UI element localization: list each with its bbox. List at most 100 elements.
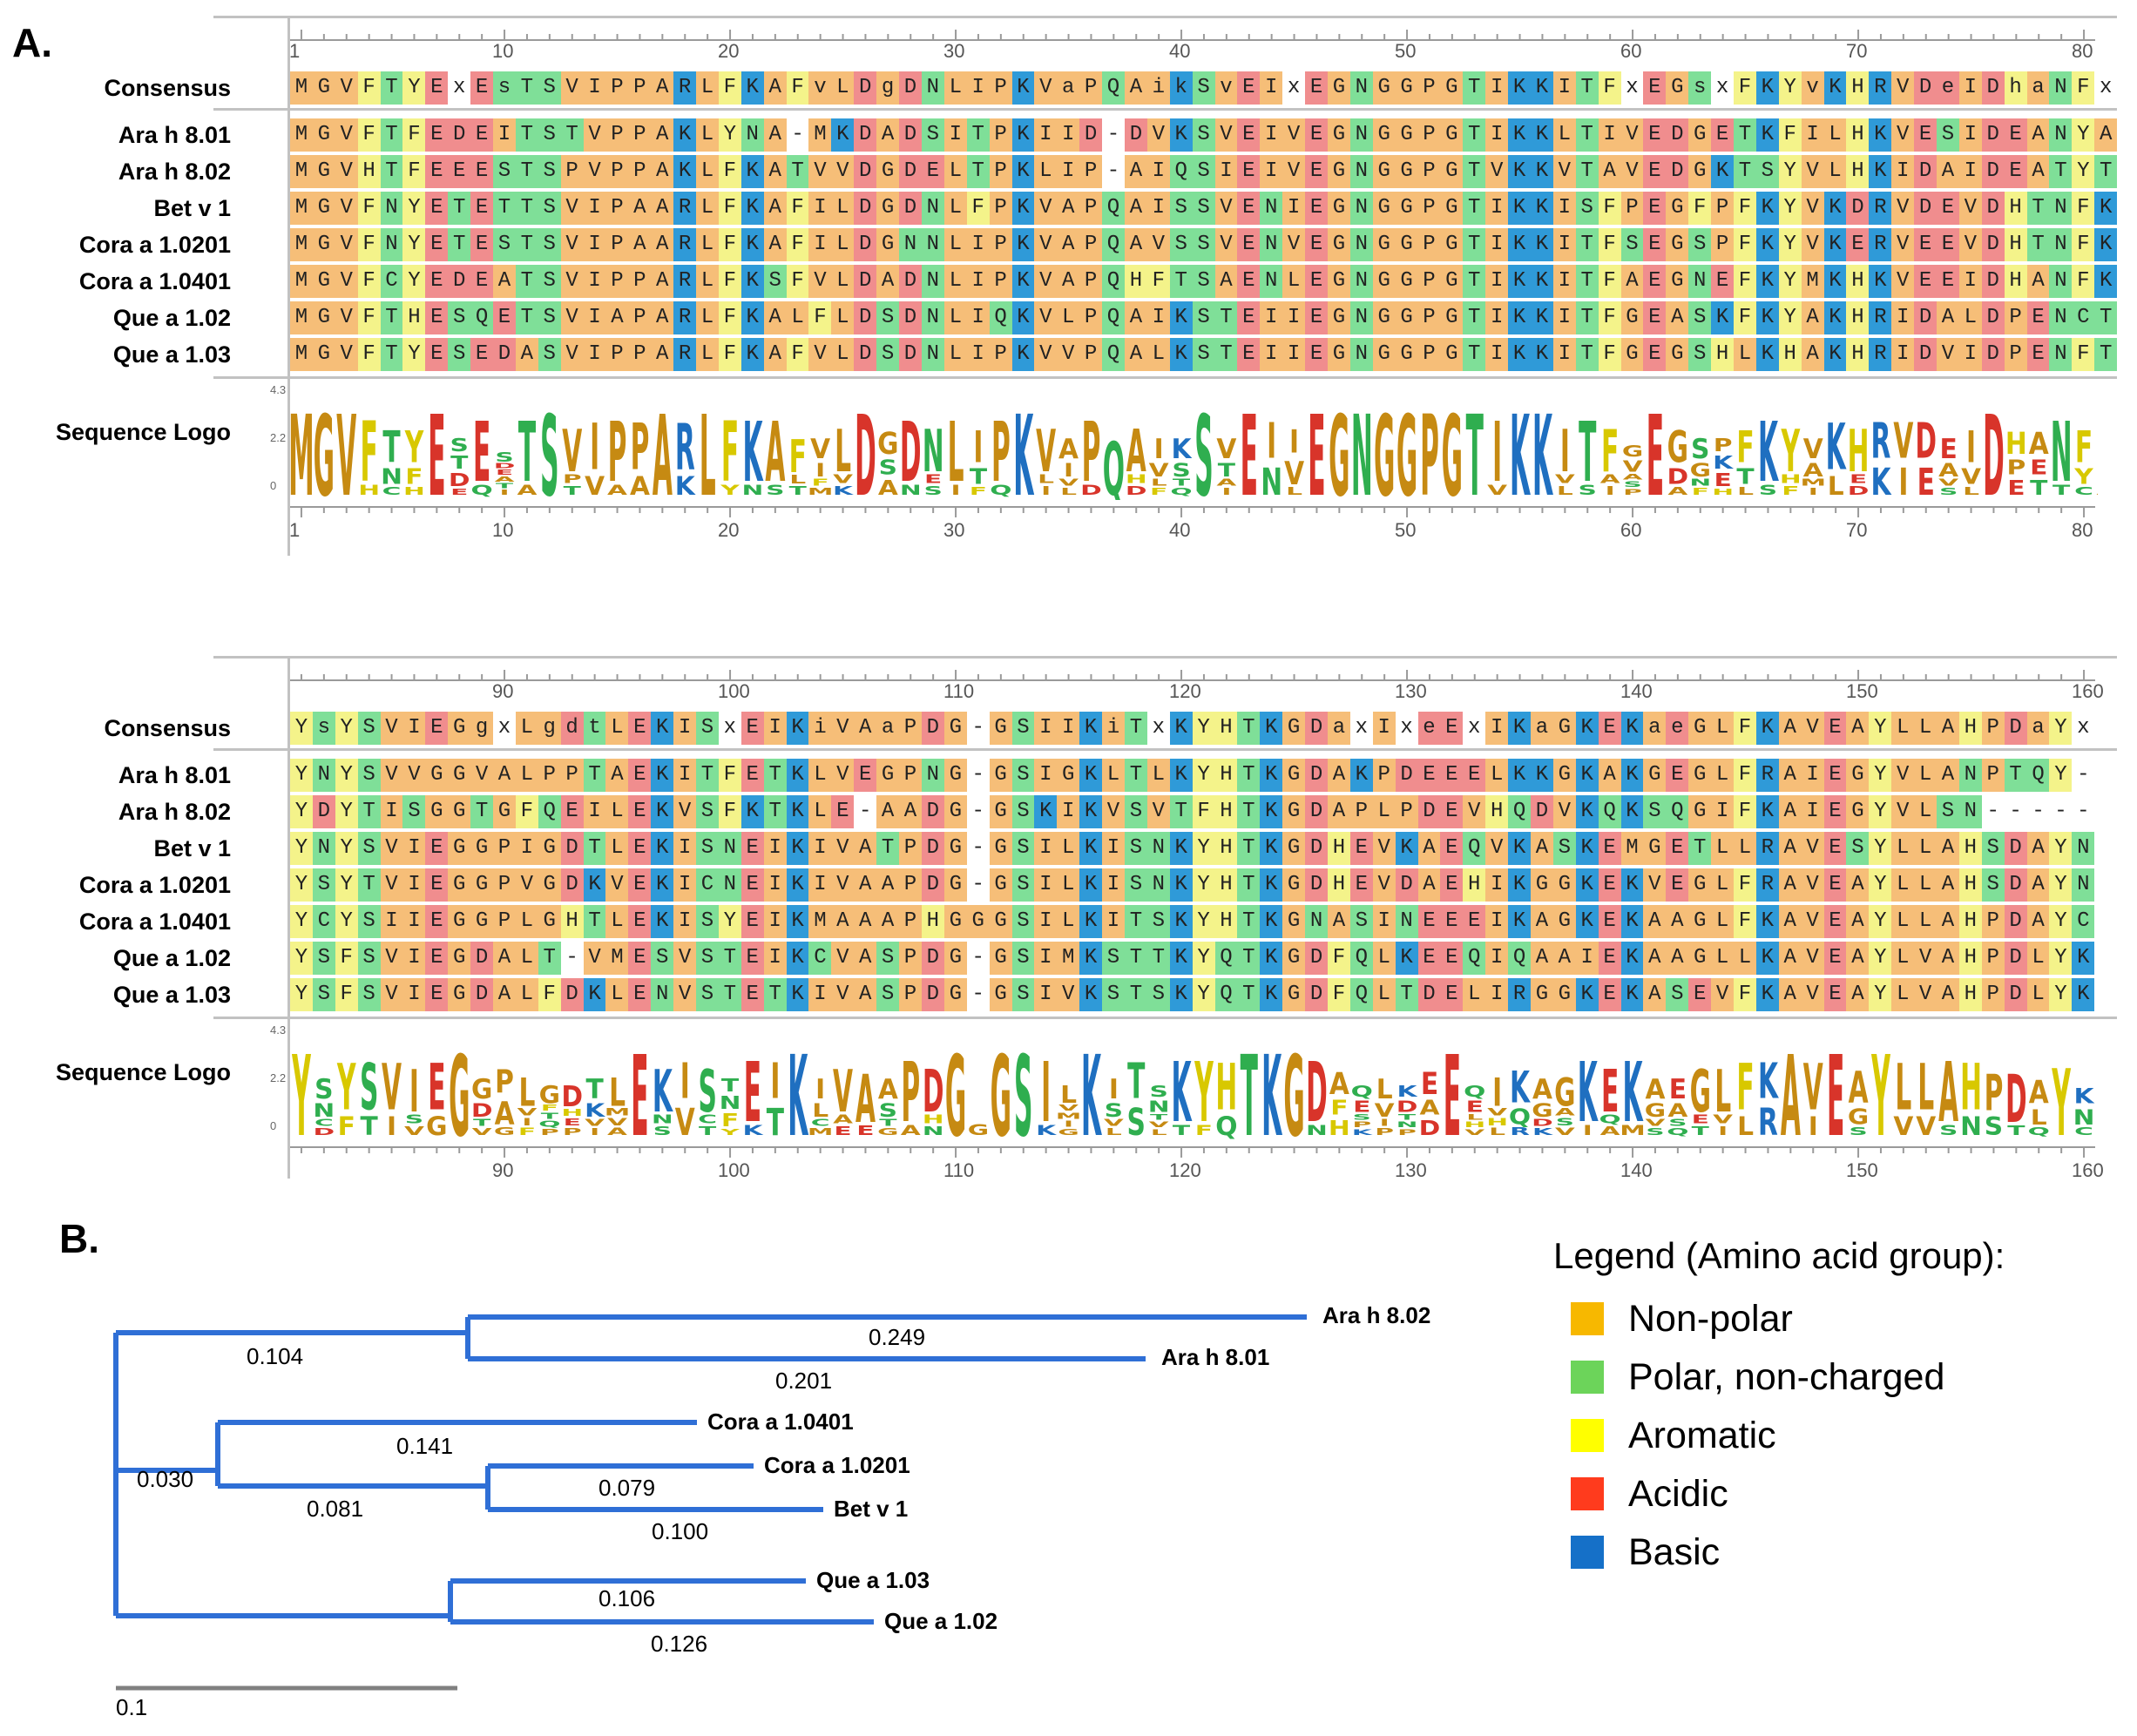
residue: E [1440,759,1464,792]
residue: N [921,265,944,298]
residue: P [605,118,629,152]
logo-letter: T [1241,1032,1258,1140]
residue: I [1146,301,1170,334]
consensus-residue: E [741,712,764,745]
logo-letter: S [1127,1101,1146,1140]
logo-letter: I [1289,422,1299,460]
residue: V [1057,338,1080,371]
consensus-residue: G [1327,71,1350,105]
legend-label: Aromatic [1628,1414,1776,1456]
residue: L [515,978,538,1011]
logo-letter: D [1848,484,1870,497]
consensus-residue: F [1734,71,1756,105]
residue: F [786,192,809,225]
residue: F [1734,905,1756,938]
residue: T [1237,978,1261,1011]
residue: I [1485,905,1509,938]
logo-letter: V [1149,460,1169,481]
residue: N [1349,228,1373,261]
consensus-residue: i [1102,712,1125,745]
residue: P [605,265,629,298]
consensus-residue: - [966,712,990,745]
sequence-name: Cora a 1.0401 [78,268,231,294]
residue: A [1778,759,1802,792]
residue: V [1643,868,1667,902]
residue: V [1034,338,1058,371]
residue: S [1192,118,1215,152]
logo-letter: G [1690,460,1711,481]
residue: S [1124,868,1147,902]
residue: H [1327,832,1350,865]
consensus-residue: x [1711,71,1734,105]
residue: K [651,759,674,792]
logo-letter: I [1492,1070,1502,1115]
residue: E [470,228,494,261]
logo-letter: K [788,1032,808,1140]
ruler-label: 20 [718,519,740,541]
residue: I [1485,942,1509,975]
residue: L [943,338,967,371]
consensus-residue: V [831,712,855,745]
logo-letter: V [1104,1118,1125,1128]
residue: K [2094,228,2118,261]
residue: E [1349,868,1373,902]
residue: M [290,192,313,225]
divider [213,376,2117,379]
residue: - [966,832,990,865]
logo-letter: Q [471,482,493,498]
logo-letter: A [653,392,673,500]
residue: - [1102,155,1125,188]
residue: D [2004,905,2027,938]
consensus-residue: E [1440,712,1464,745]
residue: P [1395,795,1418,828]
residue: K [2072,942,2095,975]
logo-letter: V [1803,1051,1823,1125]
logo-letter: I [770,1052,780,1110]
logo-letter: E [1308,392,1325,500]
consensus-residue: V [335,71,358,105]
residue: R [1755,832,1779,865]
residue: A [831,905,855,938]
residue: K [673,118,697,152]
residue: G [1552,868,1576,902]
residue: K [1260,832,1283,865]
residue: V [1891,192,1915,225]
residue: D [899,118,922,152]
residue: E [1237,118,1261,152]
residue: R [673,265,697,298]
residue: K [831,118,855,152]
residue: G [1282,759,1306,792]
residue: G [1395,338,1418,371]
consensus-residue: K [1508,71,1531,105]
residue: F [1734,795,1756,828]
residue: I [583,228,606,261]
residue: L [943,301,967,334]
consensus-residue: g [470,712,494,745]
residue: L [515,942,538,975]
residue: I [1057,795,1080,828]
residue: I [1282,192,1306,225]
residue: - [1102,118,1125,152]
residue: F [808,301,832,334]
residue: F [402,155,426,188]
residue: L [696,228,719,261]
logo-letter: G [494,1125,515,1138]
logo-letter: I [409,1058,419,1126]
residue: G [989,942,1012,975]
residue: V [380,868,403,902]
logo-letter: D [1983,392,2005,500]
legend-label: Non-polar [1628,1297,1793,1340]
residue: Y [1778,228,1802,261]
logo-letter: I [951,482,961,498]
consensus-residue: K [651,712,674,745]
sequence-name: Cora a 1.0201 [78,872,231,898]
logo-letter: S [1646,1127,1664,1138]
residue: S [1011,832,1035,865]
residue: D [1305,832,1328,865]
residue: L [515,759,538,792]
residue: R [1869,301,1892,334]
consensus-residue: K [1530,71,1553,105]
logo-letter: S [1668,1118,1687,1128]
residue: S [312,978,335,1011]
